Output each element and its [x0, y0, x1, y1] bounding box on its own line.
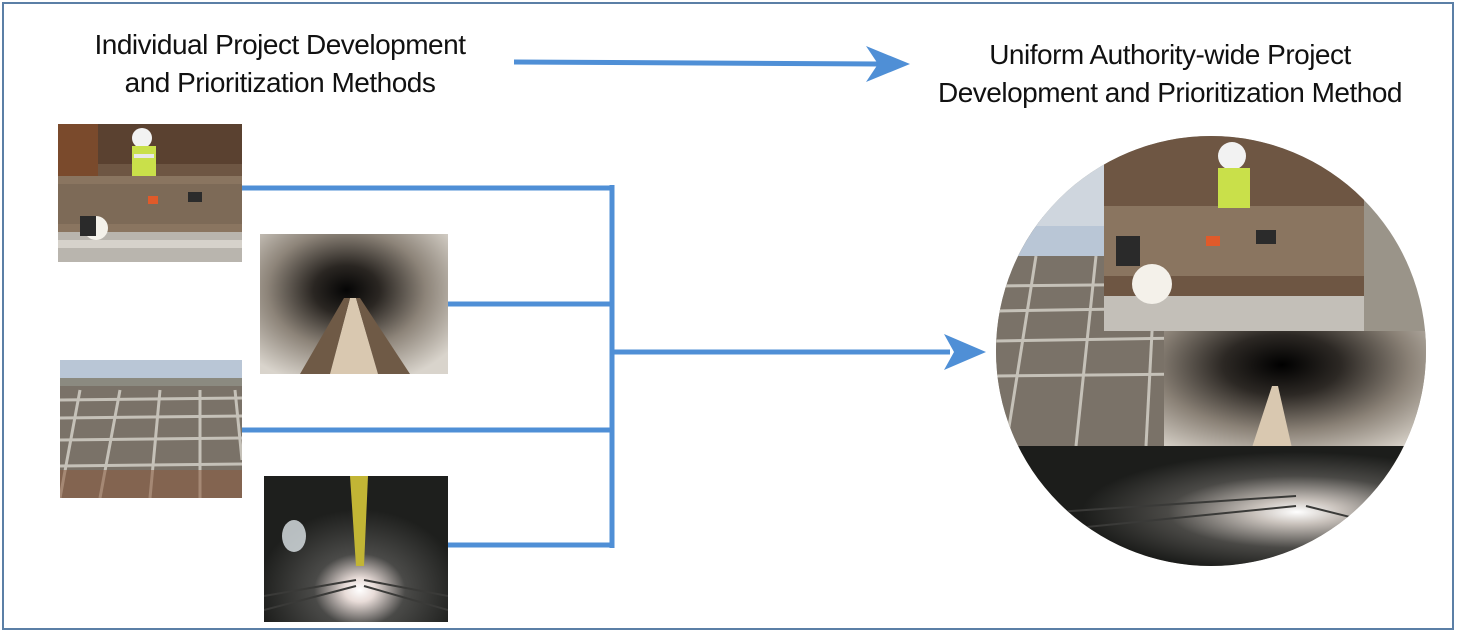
- photo-lit-tunnel-construction: [264, 476, 448, 622]
- photo-sewer-tunnel: [260, 234, 448, 374]
- target-method-label-line2: Development and Prioritization Method: [938, 77, 1402, 108]
- source-methods-label-line2: and Prioritization Methods: [124, 67, 436, 98]
- top-arrow-shaft: [513, 59, 881, 67]
- circular-tunnel-photo-icon: [260, 234, 448, 374]
- merge-arrowhead: [944, 334, 986, 370]
- construction-tunnel-photo-icon: [264, 476, 448, 622]
- workers-on-pipe-photo-icon: [58, 124, 242, 262]
- target-method-label: Uniform Authority-wide Project Developme…: [890, 36, 1450, 112]
- photo-treatment-plant-basins: [60, 360, 242, 498]
- source-methods-label: Individual Project Development and Prior…: [30, 26, 530, 102]
- target-method-label-line1: Uniform Authority-wide Project: [989, 39, 1351, 70]
- top-arrowhead: [866, 46, 910, 82]
- photo-collage-icon: [996, 136, 1426, 566]
- treatment-basins-photo-icon: [60, 360, 242, 498]
- photo-pipe-inspection-workers: [58, 124, 242, 262]
- merged-photo-collage: [996, 136, 1426, 566]
- source-methods-label-line1: Individual Project Development: [94, 29, 466, 60]
